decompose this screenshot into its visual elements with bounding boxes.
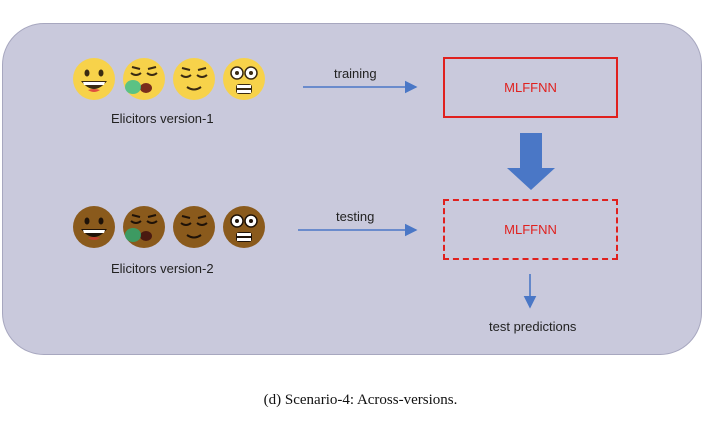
test-predictions-label: test predictions [489, 319, 577, 334]
grinning-face-icon [73, 206, 115, 248]
mlffnn-trained-box: MLFFNN [443, 57, 618, 118]
diagram-panel [2, 23, 702, 355]
grinning-face-icon [73, 58, 115, 100]
mlffnn-trained-label: MLFFNN [504, 80, 557, 95]
testing-label: testing [336, 209, 375, 224]
relieved-face-icon [173, 206, 215, 248]
figure-caption: (d) Scenario-4: Across-versions. [263, 392, 458, 408]
sleepy-face-icon [123, 206, 165, 248]
sleepy-face-icon [123, 58, 165, 100]
training-label: training [334, 66, 377, 81]
astonished-face-icon [223, 206, 265, 248]
emoji-row-version-1 [72, 57, 266, 101]
relieved-face-icon [173, 58, 215, 100]
astonished-face-icon [223, 58, 265, 100]
mlffnn-testing-box: MLFFNN [443, 199, 618, 260]
version-1-label: Elicitors version-1 [111, 111, 214, 126]
emoji-row-version-2 [72, 205, 266, 249]
version-2-label: Elicitors version-2 [111, 261, 214, 276]
mlffnn-testing-label: MLFFNN [504, 222, 557, 237]
